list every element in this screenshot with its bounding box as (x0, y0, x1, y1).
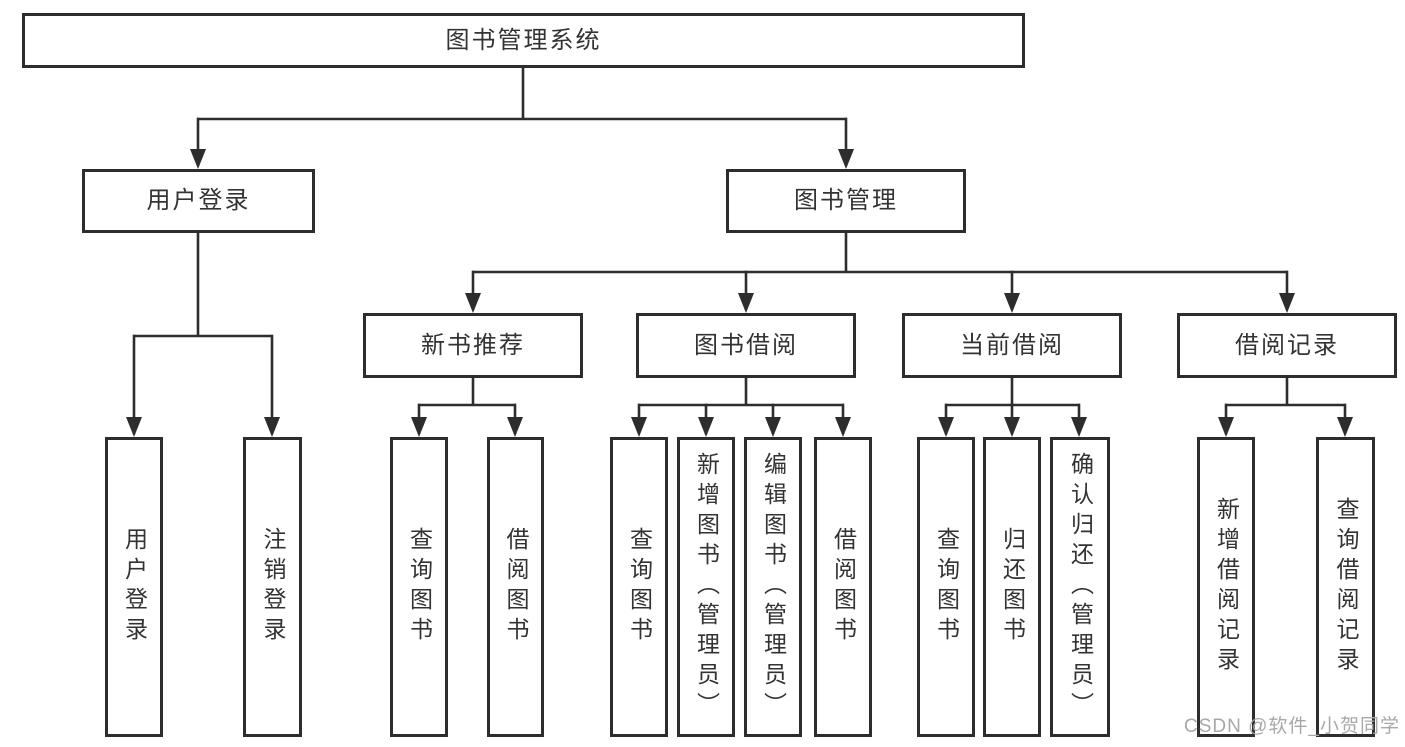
node-current-borrow: 当前借阅 (902, 313, 1122, 378)
leaf-edit-book-admin: 编辑图书（管理员） (744, 437, 802, 737)
leaf-add-book-admin: 新增图书（管理员） (677, 437, 735, 737)
node-label: 新增图书（管理员） (693, 452, 720, 722)
leaf-add-borrow-record: 新增借阅记录 (1197, 437, 1255, 737)
node-label: 查询图书 (933, 527, 960, 647)
node-label: 图书借阅 (694, 331, 798, 359)
leaf-borrow-books: 借阅图书 (487, 437, 544, 737)
leaf-confirm-return-admin: 确认归还（管理员） (1050, 437, 1110, 737)
node-label: 用户登录 (121, 527, 148, 647)
leaf-query-books: 查询图书 (390, 437, 448, 737)
node-new-book-recommend: 新书推荐 (363, 313, 583, 378)
leaf-query-books: 查询图书 (917, 437, 975, 737)
node-label: 新书推荐 (421, 331, 525, 359)
node-borrow-records: 借阅记录 (1177, 313, 1397, 378)
leaf-logout: 注销登录 (243, 437, 302, 737)
node-label: 查询图书 (626, 527, 653, 647)
csdn-watermark: CSDN @软件_小贺同学 (1184, 716, 1400, 737)
node-label: 图书管理系统 (445, 26, 602, 54)
node-label: 新增借阅记录 (1213, 497, 1240, 677)
leaf-query-books: 查询图书 (610, 437, 668, 737)
node-label: 用户登录 (146, 187, 251, 214)
node-label: 注销登录 (260, 527, 286, 647)
node-user-login: 用户登录 (82, 169, 315, 233)
node-label: 归还图书 (999, 527, 1026, 647)
leaf-borrow-books: 借阅图书 (814, 437, 872, 737)
node-book-borrow: 图书借阅 (636, 313, 856, 378)
node-label: 借阅图书 (503, 527, 529, 647)
node-label: 查询图书 (406, 527, 433, 647)
node-book-management: 图书管理 (726, 169, 966, 233)
leaf-query-borrow-record: 查询借阅记录 (1316, 437, 1375, 737)
leaf-user-login: 用户登录 (105, 437, 163, 737)
node-label: 借阅图书 (830, 527, 857, 647)
node-label: 查询借阅记录 (1333, 497, 1359, 677)
leaf-return-book: 归还图书 (983, 437, 1041, 737)
node-library-system: 图书管理系统 (22, 13, 1025, 68)
node-label: 图书管理 (794, 187, 898, 214)
node-label: 当前借阅 (960, 331, 1064, 359)
node-label: 借阅记录 (1235, 331, 1339, 359)
node-label: 编辑图书（管理员） (760, 452, 787, 722)
node-label: 确认归还（管理员） (1067, 452, 1094, 722)
